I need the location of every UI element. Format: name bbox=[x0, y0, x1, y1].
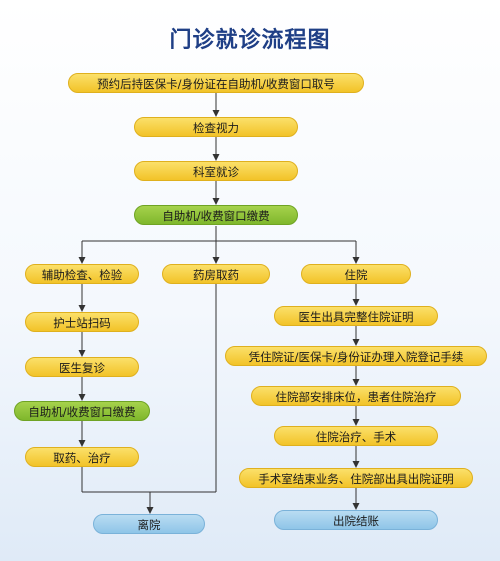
endpoint-leave-hospital: 离院 bbox=[93, 514, 205, 534]
step-nurse-scan: 护士站扫码 bbox=[25, 312, 139, 332]
step-admission-registration: 凭住院证/医保卡/身份证办理入院登记手续 bbox=[225, 346, 487, 366]
step-treatment-surgery: 住院治疗、手术 bbox=[274, 426, 438, 446]
step-hospital-certificate: 医生出具完整住院证明 bbox=[274, 306, 438, 326]
endpoint-discharge-settlement: 出院结账 bbox=[274, 510, 438, 530]
step-auxiliary-exam: 辅助检查、检验 bbox=[25, 264, 139, 284]
step-payment-second: 自助机/收费窗口缴费 bbox=[14, 401, 150, 421]
step-pharmacy: 药房取药 bbox=[162, 264, 270, 284]
step-vision-check: 检查视力 bbox=[134, 117, 298, 137]
step-hospitalization: 住院 bbox=[301, 264, 411, 284]
step-bed-arrangement: 住院部安排床位，患者住院治疗 bbox=[251, 386, 461, 406]
step-medicine-treatment: 取药、治疗 bbox=[25, 447, 139, 467]
step-take-number: 预约后持医保卡/身份证在自助机/收费窗口取号 bbox=[68, 73, 364, 93]
step-discharge-certificate: 手术室结束业务、住院部出具出院证明 bbox=[239, 468, 473, 488]
step-payment: 自助机/收费窗口缴费 bbox=[134, 205, 298, 225]
page-title: 门诊就诊流程图 bbox=[169, 28, 331, 53]
step-doctor-revisit: 医生复诊 bbox=[25, 357, 139, 377]
step-department-visit: 科室就诊 bbox=[134, 161, 298, 181]
